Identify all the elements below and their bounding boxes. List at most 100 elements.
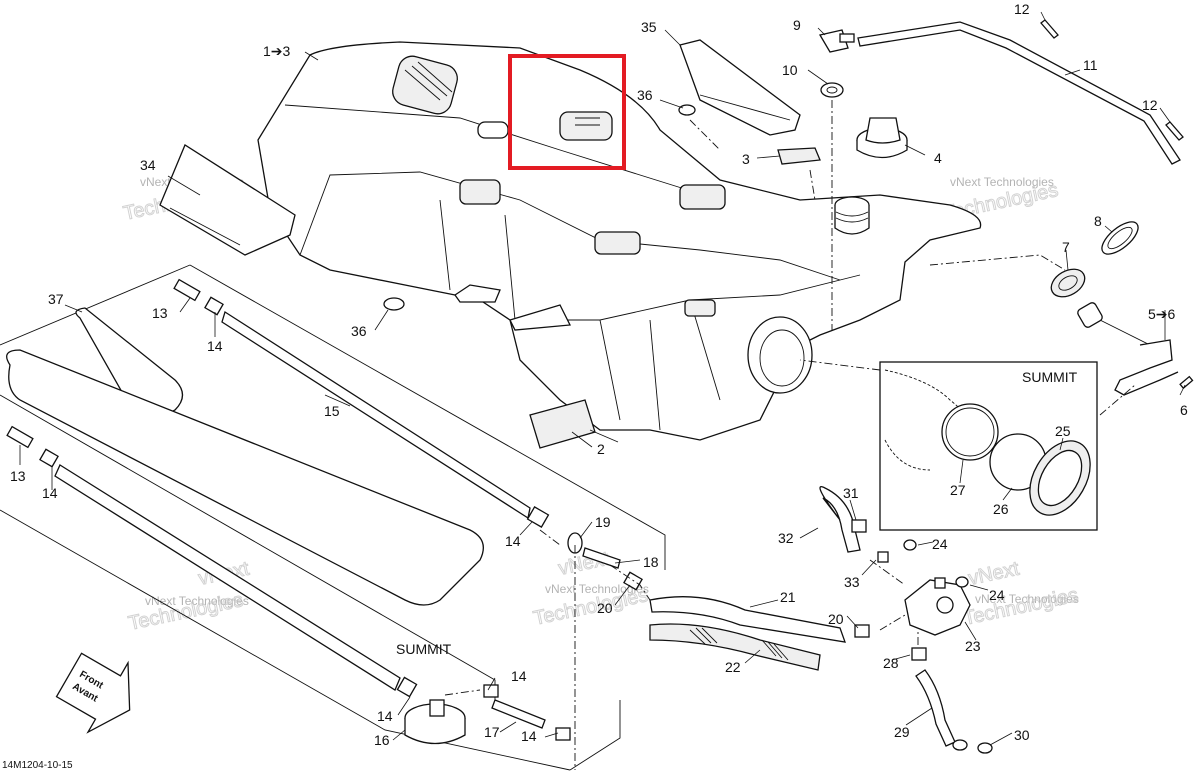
label-3: 3 bbox=[742, 151, 750, 167]
label-24-b: 24 bbox=[989, 587, 1005, 603]
label-29: 29 bbox=[894, 724, 910, 740]
label-14-c: 14 bbox=[505, 533, 521, 549]
watermark-4: vNext Technologies bbox=[145, 594, 249, 608]
label-20-a: 20 bbox=[597, 600, 613, 616]
label-24-a: 24 bbox=[932, 536, 948, 552]
filler-neck bbox=[834, 205, 870, 235]
part-23-fuel-pump bbox=[904, 577, 971, 636]
front-arrow: Front Avant bbox=[55, 652, 131, 734]
part-20-clamp-b bbox=[854, 624, 870, 638]
part-35-heat-shield bbox=[679, 39, 801, 136]
label-1-to-3: 1➔3 bbox=[263, 43, 291, 59]
label-5-to-6: 5➔6 bbox=[1148, 306, 1176, 322]
label-23: 23 bbox=[965, 638, 981, 654]
part-33-fitting bbox=[877, 551, 889, 563]
part-16-filter bbox=[404, 699, 466, 745]
label-19: 19 bbox=[595, 514, 611, 530]
part-5-6-sensor bbox=[1077, 302, 1194, 396]
label-4: 4 bbox=[934, 150, 942, 166]
label-26: 26 bbox=[993, 501, 1009, 517]
label-34: 34 bbox=[140, 157, 156, 173]
part-34-panel bbox=[159, 144, 296, 256]
part-8-o-ring bbox=[1101, 221, 1139, 255]
part-27-o-ring bbox=[941, 403, 999, 461]
label-10: 10 bbox=[782, 62, 798, 78]
label-25: 25 bbox=[1055, 423, 1071, 439]
part-30-clamp bbox=[952, 739, 968, 751]
tank-brackets bbox=[392, 55, 726, 331]
label-12-bottom: 12 bbox=[1142, 97, 1158, 113]
part-2-clip bbox=[529, 399, 596, 449]
label-13-bottom: 13 bbox=[10, 468, 26, 484]
part-32-hose bbox=[819, 486, 861, 553]
label-21: 21 bbox=[780, 589, 796, 605]
highlight-box bbox=[508, 54, 626, 170]
label-20-b: 20 bbox=[828, 611, 844, 627]
label-2: 2 bbox=[597, 441, 605, 457]
part-19-fitting bbox=[567, 532, 621, 569]
watermark-5: vNext Technologies bbox=[545, 582, 649, 596]
watermark-6: vNext Technologies bbox=[975, 592, 1079, 606]
part-12-clamp-top bbox=[1040, 19, 1059, 39]
label-27: 27 bbox=[950, 482, 966, 498]
label-12-top: 12 bbox=[1014, 1, 1030, 17]
watermark-3: vNext Technologies bbox=[950, 175, 1054, 189]
label-14-f: 14 bbox=[521, 728, 537, 744]
part-22-sleeve bbox=[649, 623, 821, 671]
part-29-hose bbox=[915, 669, 956, 747]
label-36-top: 36 bbox=[637, 87, 653, 103]
label-13-top: 13 bbox=[152, 305, 168, 321]
watermark-big-6: Technologies bbox=[961, 584, 1080, 630]
fuel-line-16-feed bbox=[6, 425, 418, 698]
part-12-clamp-bottom bbox=[1165, 121, 1184, 141]
part-28-clamp bbox=[911, 647, 927, 661]
label-35: 35 bbox=[641, 19, 657, 35]
label-9: 9 bbox=[793, 17, 801, 33]
tank-pump-opening bbox=[747, 316, 813, 394]
label-16: 16 bbox=[374, 732, 390, 748]
part-17-hose bbox=[491, 699, 546, 729]
label-17: 17 bbox=[484, 724, 500, 740]
label-14-a: 14 bbox=[207, 338, 223, 354]
part-10-grommet bbox=[820, 82, 844, 98]
label-8: 8 bbox=[1094, 213, 1102, 229]
label-14-b: 14 bbox=[42, 485, 58, 501]
label-15: 15 bbox=[324, 403, 340, 419]
label-33: 33 bbox=[844, 574, 860, 590]
label-14-e: 14 bbox=[511, 668, 527, 684]
label-7: 7 bbox=[1062, 239, 1070, 255]
label-11: 11 bbox=[1083, 57, 1098, 73]
part-11-vent-hose bbox=[857, 21, 1181, 165]
leader-lines bbox=[19, 11, 1186, 746]
part-14-clamp-f bbox=[555, 727, 571, 741]
part-labels: 1➔3 2 3 4 5➔6 6 7 8 9 10 11 12 12 13 13 … bbox=[10, 1, 1188, 748]
part-3-clip bbox=[777, 147, 821, 165]
label-31: 31 bbox=[843, 485, 859, 501]
assembly-lines bbox=[444, 100, 1136, 770]
part-14-clamp-e bbox=[483, 684, 499, 698]
fuel-tank bbox=[257, 41, 982, 441]
summit-bottom-label: SUMMIT bbox=[396, 641, 452, 657]
part-24-clamp-b bbox=[955, 576, 969, 588]
label-30: 30 bbox=[1014, 727, 1030, 743]
part-7-nut bbox=[1050, 268, 1086, 298]
part-36-grommet-top bbox=[678, 104, 696, 116]
label-32: 32 bbox=[778, 530, 794, 546]
drawing-code: 14M1204-10-15 bbox=[2, 760, 73, 771]
label-22: 22 bbox=[725, 659, 741, 675]
watermark-big-9: vNext bbox=[966, 558, 1021, 590]
label-18: 18 bbox=[643, 554, 659, 570]
summit-inset: SUMMIT bbox=[879, 361, 1098, 531]
label-14-d: 14 bbox=[377, 708, 393, 724]
label-6: 6 bbox=[1180, 402, 1188, 418]
summit-inset-label: SUMMIT bbox=[1022, 369, 1078, 385]
part-36-grommet-bottom bbox=[383, 297, 405, 311]
label-36-bottom: 36 bbox=[351, 323, 367, 339]
label-28: 28 bbox=[883, 655, 899, 671]
part-9-vent-valve bbox=[818, 29, 855, 53]
part-31-clamp bbox=[851, 519, 867, 533]
part-21-hose bbox=[649, 596, 846, 643]
part-4-fuel-cap bbox=[856, 117, 908, 159]
label-37: 37 bbox=[48, 291, 64, 307]
